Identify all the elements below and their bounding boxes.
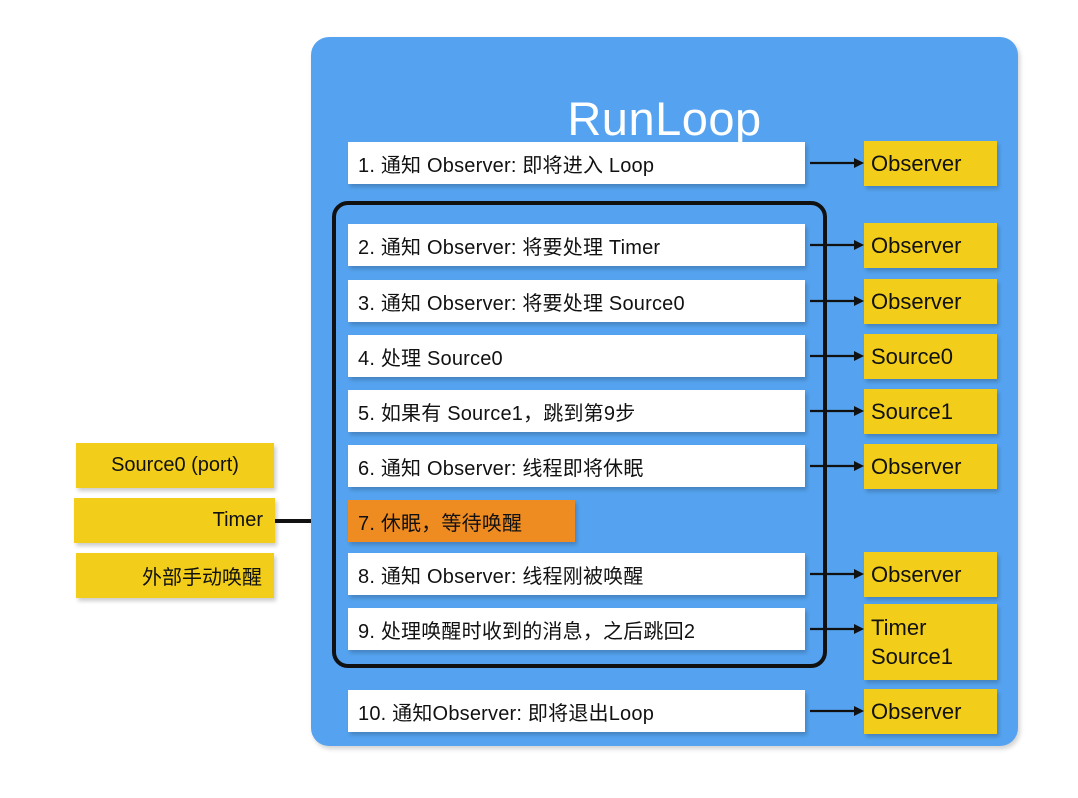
tag-observer-step8: Observer [864,552,997,597]
tag-label-line-2: Source1 [871,644,953,669]
step-row-6[interactable]: 6. 通知 Observer: 线程即将休眠 [348,445,805,487]
page-title: RunLoop [567,92,762,145]
tag-observer-step2: Observer [864,223,997,268]
tag-source1-step5: Source1 [864,389,997,434]
step-row-10[interactable]: 10. 通知Observer: 即将退出Loop [348,690,805,732]
step-label: 7. 休眠，等待唤醒 [358,512,523,535]
source-tag-label: Timer [212,509,263,531]
tag-label: Observer [871,561,962,587]
tag-source0-step4: Source0 [864,334,997,379]
step-label: 6. 通知 Observer: 线程即将休眠 [358,457,644,480]
tag-label: Observer [871,288,962,314]
source-tag-label: 外部手动唤醒 [142,567,262,589]
step-label: 3. 通知 Observer: 将要处理 Source0 [358,292,685,315]
tag-label-line-1: Timer [871,614,927,640]
step-row-7-sleep[interactable]: 7. 休眠，等待唤醒 [348,500,575,542]
tag-observer-step1: Observer [864,141,997,186]
tag-observer-step6: Observer [864,444,997,489]
tag-label: Observer [871,698,962,724]
tag-label: Observer [871,150,962,176]
step-label: 10. 通知Observer: 即将退出Loop [358,702,655,725]
tag-label: Observer [871,453,962,479]
source-tag-source0-port: Source0 (port) [76,443,274,488]
step-row-5[interactable]: 5. 如果有 Source1，跳到第9步 [348,390,805,432]
tag-observer-step10: Observer [864,689,997,734]
step-label: 1. 通知 Observer: 即将进入 Loop [358,154,655,177]
tag-label: Source1 [871,398,953,424]
source-tag-label: Source0 (port) [111,454,239,476]
step-row-2[interactable]: 2. 通知 Observer: 将要处理 Timer [348,224,805,266]
step-label: 2. 通知 Observer: 将要处理 Timer [358,236,661,259]
step-row-9[interactable]: 9. 处理唤醒时收到的消息，之后跳回2 [348,608,805,650]
step-label: 9. 处理唤醒时收到的消息，之后跳回2 [358,620,696,643]
tag-label: Source0 [871,343,953,369]
tag-timer-source1-step9: Timer Source1 [864,604,997,680]
source-tag-external-wake: 外部手动唤醒 [76,553,274,598]
source-tag-timer: Timer [74,498,275,543]
step-label: 5. 如果有 Source1，跳到第9步 [358,402,636,425]
tag-label: Observer [871,232,962,258]
step-label: 4. 处理 Source0 [358,347,503,370]
step-label: 8. 通知 Observer: 线程刚被唤醒 [358,565,644,588]
loop-outline-border [332,201,827,668]
step-row-3[interactable]: 3. 通知 Observer: 将要处理 Source0 [348,280,805,322]
step-row-1[interactable]: 1. 通知 Observer: 即将进入 Loop [348,142,805,184]
step-row-8[interactable]: 8. 通知 Observer: 线程刚被唤醒 [348,553,805,595]
step-row-4[interactable]: 4. 处理 Source0 [348,335,805,377]
tag-observer-step3: Observer [864,279,997,324]
